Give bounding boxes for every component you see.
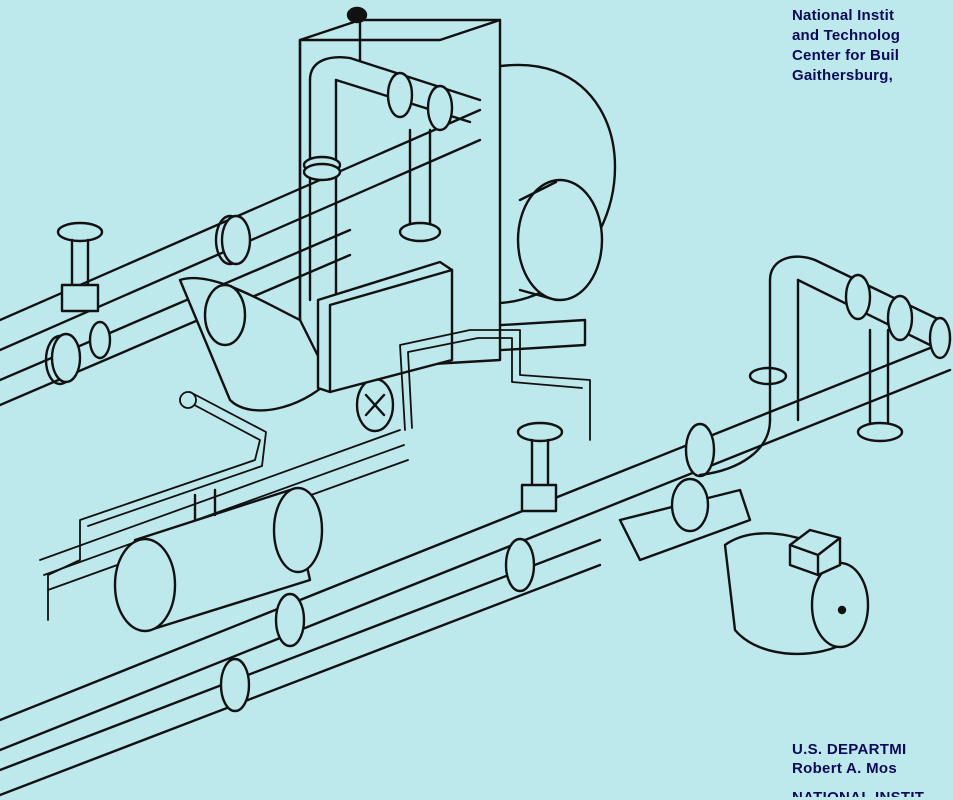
- lower-main-pipes: [0, 338, 952, 797]
- institute-address-block: National Instit and Technolog Center for…: [792, 6, 953, 86]
- address-line: National Instit: [792, 7, 895, 24]
- control-box: [316, 260, 454, 394]
- right-riser: [698, 255, 952, 477]
- upper-riser: [302, 56, 482, 302]
- fan-housing: [418, 63, 617, 357]
- address-line: Center for Buil: [792, 47, 900, 64]
- receiver-tank: [113, 486, 324, 633]
- pump-left: [178, 276, 395, 433]
- upper-main-pipe: [0, 108, 482, 407]
- instrument-tubing: [39, 329, 591, 621]
- handwheel-valve-left: [56, 221, 104, 313]
- secretary-line: Robert A. Mos: [792, 760, 898, 777]
- address-line: Gaithersburg,: [792, 67, 893, 84]
- department-block: U.S. DEPARTMI Robert A. Mos NATIONAL INS…: [792, 740, 953, 797]
- agency-line: NATIONAL INSTIT: [792, 788, 953, 797]
- department-line: U.S. DEPARTMI: [792, 741, 907, 758]
- address-line: and Technolog: [792, 27, 901, 44]
- handwheel-valve-middle: [516, 421, 564, 513]
- pump-right: [618, 477, 870, 656]
